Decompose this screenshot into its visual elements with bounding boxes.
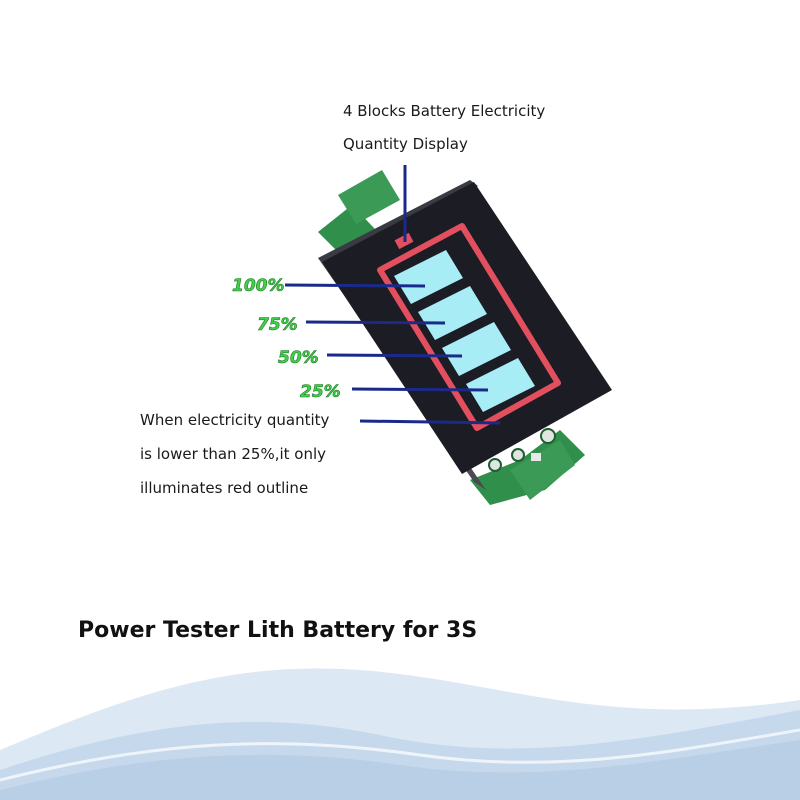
pointer-low — [359, 419, 501, 425]
display-module — [318, 180, 612, 490]
annotation-low-line2: is lower than 25%,it only — [140, 445, 326, 463]
level-label-25: 25% — [300, 382, 341, 402]
pointer-100 — [284, 283, 426, 288]
segment-25 — [466, 358, 535, 412]
level-label-75: 75% — [257, 315, 298, 335]
wave-highlight — [0, 728, 800, 782]
pointer-lines — [284, 165, 501, 425]
decorative-waves — [0, 668, 800, 800]
battery-segments — [394, 250, 535, 412]
annotation-low-line1: When electricity quantity — [140, 411, 330, 429]
segment-75 — [418, 286, 487, 340]
level-label-100: 100% — [232, 276, 285, 296]
level-label-50: 50% — [278, 348, 319, 368]
pointer-75 — [305, 320, 446, 325]
product-title: Power Tester Lith Battery for 3S — [78, 618, 478, 643]
pointer-50 — [326, 353, 463, 358]
segment-50 — [442, 322, 511, 376]
segment-100 — [394, 250, 463, 304]
annotation-top-line2: Quantity Display — [343, 135, 468, 153]
pointer-25 — [351, 387, 489, 392]
annotation-top-line1: 4 Blocks Battery Electricity — [343, 102, 545, 120]
wave-front — [0, 740, 800, 800]
annotation-low-line3: illuminates red outline — [140, 479, 308, 497]
